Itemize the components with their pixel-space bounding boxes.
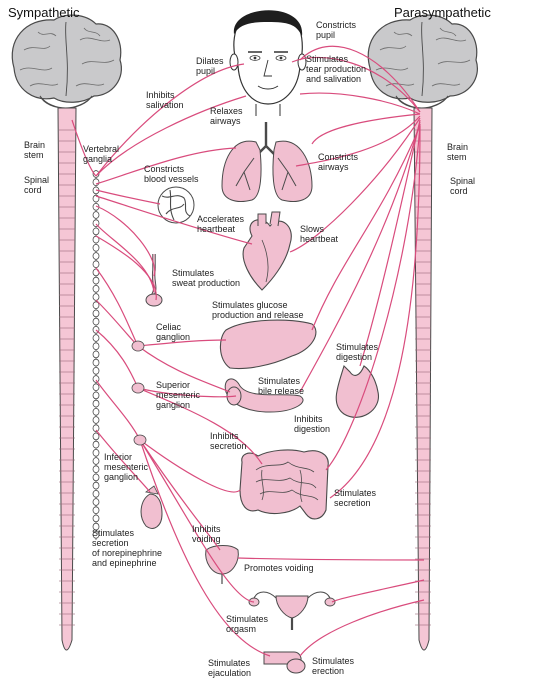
- uterus: [248, 591, 336, 630]
- ganglion-bead: [92, 178, 100, 187]
- ganglion-bead: [92, 481, 100, 490]
- ganglion-bead: [92, 317, 100, 326]
- bladder: [205, 545, 239, 584]
- liver: [219, 319, 317, 369]
- ganglion-bead: [92, 522, 100, 531]
- ganglion-bead: [92, 244, 100, 252]
- sweat-gland: [145, 254, 163, 307]
- ganglion-bead: [92, 399, 100, 408]
- sympathetic-title: Sympathetic: [8, 5, 80, 20]
- right-spinal-cord: [413, 107, 433, 651]
- left-brain: [11, 14, 122, 109]
- ganglion-bead: [92, 407, 100, 416]
- ganglion-bead: [92, 473, 100, 482]
- ganglion-bead: [92, 457, 100, 465]
- lungs: [221, 122, 313, 202]
- ganglion-bead: [92, 309, 100, 318]
- ganglion-bead: [92, 530, 100, 539]
- ganglion-bead: [92, 498, 100, 506]
- ganglion-bead: [92, 342, 100, 351]
- ganglion-bead: [92, 276, 100, 285]
- ganglion-bead: [92, 211, 100, 219]
- ganglion-bead: [92, 465, 100, 474]
- ganglion-bead: [92, 170, 100, 178]
- ganglion-marker: [133, 434, 147, 446]
- ganglion-bead: [92, 366, 100, 375]
- heart: [242, 211, 292, 291]
- ganglion-bead: [92, 284, 100, 293]
- left-spinal-cord: [57, 107, 77, 651]
- ganglion-bead: [92, 358, 100, 367]
- ganglion-bead: [92, 301, 100, 310]
- ganglion-bead: [92, 424, 100, 433]
- gallbladder-pancreas: [224, 378, 304, 413]
- ganglion-bead: [92, 506, 100, 515]
- ganglion-bead: [92, 260, 100, 269]
- ganglion-bead: [92, 514, 100, 523]
- ganglion-bead: [92, 448, 100, 457]
- ganglion-bead: [92, 293, 100, 301]
- ganglion-bead: [92, 334, 100, 342]
- ganglion-bead: [92, 489, 100, 498]
- intestines: [239, 449, 329, 520]
- ganglion-bead: [92, 440, 100, 449]
- vertebral-ganglia-chain: [92, 170, 100, 540]
- male-organ: [263, 651, 306, 674]
- blood-vessels: [157, 186, 195, 224]
- face: [229, 10, 307, 116]
- ganglion-bead: [92, 227, 100, 236]
- ganglion-bead: [92, 416, 100, 424]
- ganglion-bead: [92, 350, 100, 359]
- ganglion-marker: [131, 382, 145, 394]
- parasympathetic-title: Parasympathetic: [394, 5, 491, 20]
- ganglion-bead: [92, 391, 100, 400]
- right-brain: [367, 14, 478, 109]
- ganglion-bead: [92, 252, 100, 260]
- ganglion-marker: [131, 340, 145, 352]
- ganglion-bead: [92, 432, 100, 441]
- stomach: [335, 364, 379, 418]
- label-promotes-voiding: Promotes voiding: [244, 563, 314, 573]
- ganglion-bead: [92, 375, 100, 383]
- kidney-adrenal: [140, 485, 163, 529]
- ganglion-bead: [92, 383, 100, 392]
- nerve-pathways: [71, 45, 425, 657]
